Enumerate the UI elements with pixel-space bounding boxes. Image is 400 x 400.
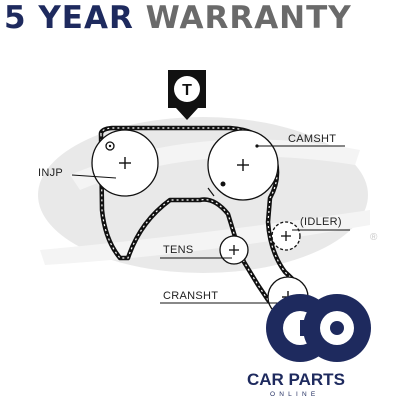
tensioner-pulley: [219, 235, 249, 265]
car-parts-online-logo: CAR PARTS ONLINE: [247, 294, 371, 398]
injp-leader: [71, 174, 117, 179]
top-marker-circle: [174, 76, 200, 102]
label-cranksht: CRANSHT: [163, 290, 218, 302]
brand-name: CAR PARTS: [247, 370, 345, 389]
injection-pump-pulley: [91, 129, 159, 197]
label-tens: TENS: [163, 244, 194, 256]
top-marker-letter: T: [182, 82, 192, 99]
warranty-word: WARRANTY: [145, 0, 352, 36]
injp-timing-mark: [105, 141, 115, 151]
cam-timing-dot: [220, 181, 226, 187]
label-idler: (IDLER): [300, 216, 342, 228]
warranty-heading: 5 YEAR WARRANTY: [4, 0, 352, 36]
registered-mark: ®: [370, 232, 378, 243]
warranty-banner: 5 YEAR WARRANTY: [0, 0, 400, 44]
top-marker: T: [168, 70, 206, 120]
camshaft-pulley: [207, 129, 279, 201]
warranty-years: 5 YEAR: [4, 0, 134, 36]
brand-tagline: ONLINE: [270, 391, 319, 398]
label-camsht: CAMSHT: [288, 133, 336, 145]
idler-pulley: [271, 221, 301, 251]
top-marker-arrow: [176, 108, 198, 120]
label-injp: INJP: [38, 167, 63, 179]
